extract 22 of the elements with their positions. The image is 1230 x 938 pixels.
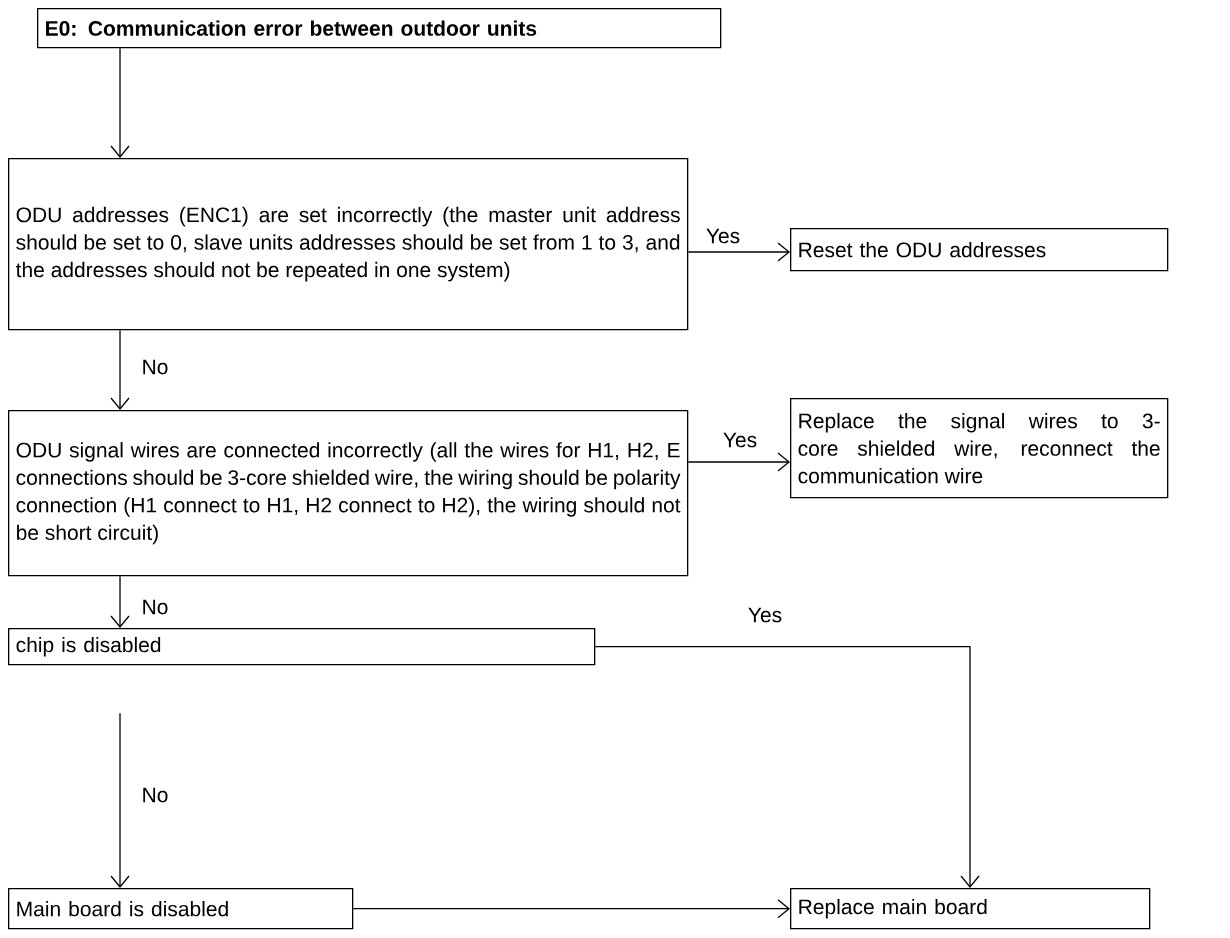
decision-box: chip is disabled xyxy=(8,628,596,666)
arrow xyxy=(352,899,790,919)
arrow xyxy=(687,242,790,262)
edge-label: Yes xyxy=(746,606,784,624)
title-box: E0: Communication error between outdoor units xyxy=(37,8,722,49)
decision-box: Main board is disabled xyxy=(8,888,354,930)
arrow xyxy=(110,47,130,158)
action-box: Replace main board xyxy=(790,888,1151,930)
action-box: Reset the ODU addresses xyxy=(790,228,1169,272)
arrow xyxy=(594,646,980,888)
edge-label: Yes xyxy=(704,227,742,245)
edge-label: No xyxy=(140,358,170,376)
arrow xyxy=(110,575,130,628)
arrow xyxy=(110,712,130,888)
decision-box: ODU addresses (ENC1) are set incorrectly (the master unit address should be set to 0, slave units addresses should be set from 1 to 3, and the addresses should not be repeated in one system) xyxy=(8,158,689,331)
edge-label: No xyxy=(140,786,170,804)
action-box: Replace the signal wires to 3-core shielded wire, reconnect the communication wire xyxy=(790,398,1169,499)
decision-box: ODU signal wires are connected incorrectly (all the wires for H1, H2, E connections should be 3-core shielded wire, the wiring should be polarity connection (H1 connect to H1, H2 connect to H2), the wiring should not be short circuit) xyxy=(8,410,689,577)
arrow xyxy=(110,329,130,410)
edge-label: Yes xyxy=(721,431,759,449)
arrow xyxy=(687,452,790,472)
edge-label: No xyxy=(140,598,170,616)
